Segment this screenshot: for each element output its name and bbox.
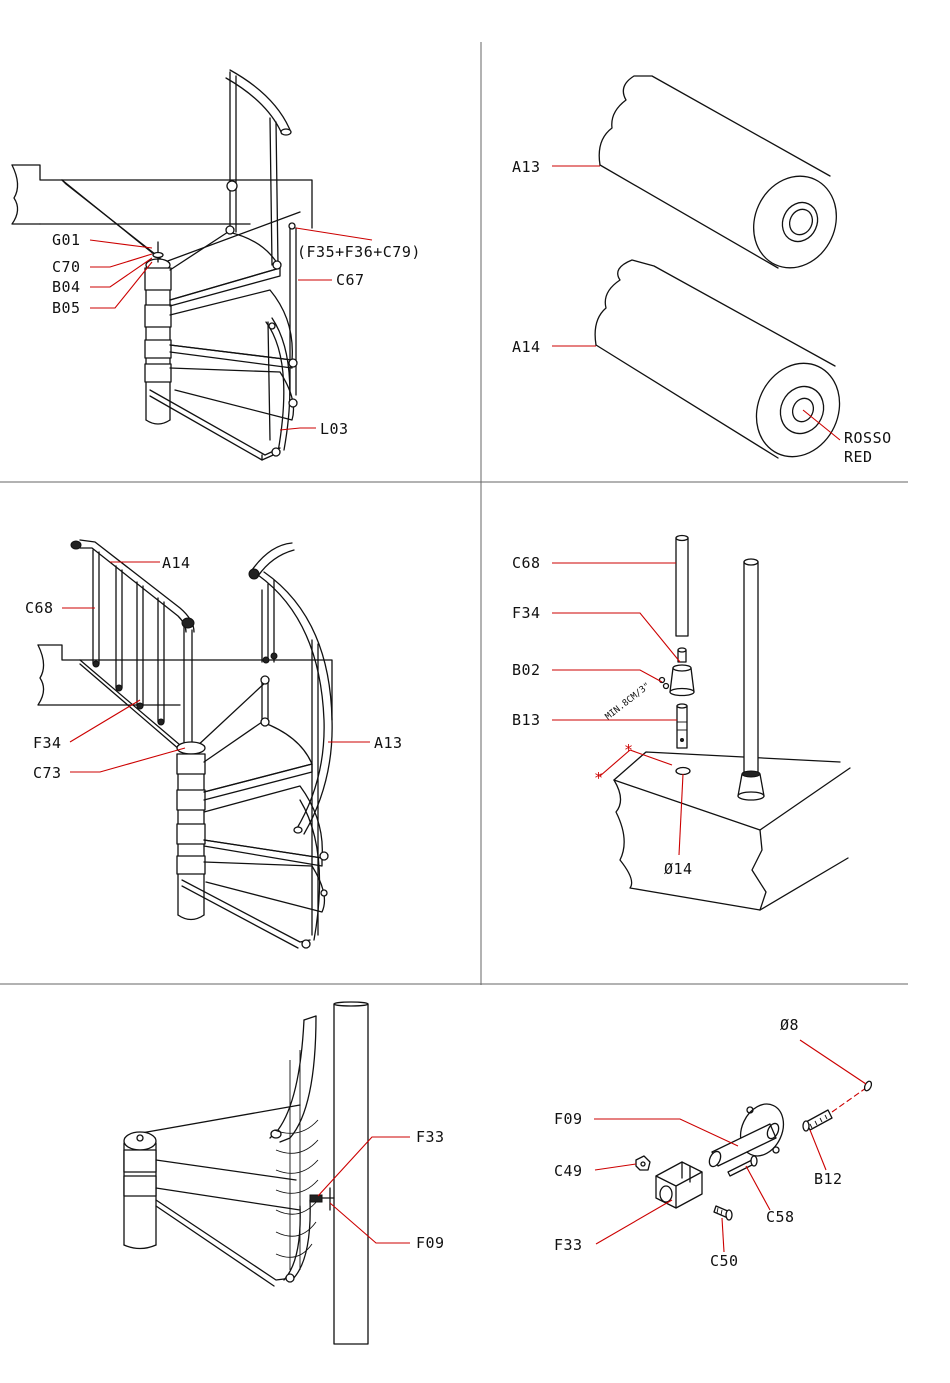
label-a13-p3: A13 [374,734,403,752]
label-f35-f36-c79: (F35+F36+C79) [297,243,421,261]
label-a14-p3: A14 [162,554,191,572]
label-hole-14: Ø14 [664,860,693,878]
label-red: RED [844,448,873,466]
panel-6-bracket-exploded: Ø8 F09 C49 B12 C58 F33 C50 [554,1016,873,1270]
label-a13: A13 [512,158,541,176]
panel-2-handrail-sections: A13 A14 ROSSO RED [512,76,892,470]
label-f33-p5: F33 [416,1128,445,1146]
label-c70: C70 [52,258,81,276]
svg-text:*: * [624,741,634,759]
label-b13: B13 [512,711,541,729]
label-l03: L03 [320,420,349,438]
label-c50: C50 [710,1252,739,1270]
label-c73: C73 [33,764,62,782]
svg-text:*: * [594,769,604,787]
panel-3-staircase-balustrade: A14 C68 F34 C73 A13 [25,540,403,948]
label-c58: C58 [766,1208,795,1226]
label-c67: C67 [336,271,365,289]
label-c68-p4: C68 [512,554,541,572]
label-g01: G01 [52,231,81,249]
panel-1-staircase-top: G01 C70 B04 B05 (F35+F36+C79) C67 L03 [12,70,421,460]
label-c68-p3: C68 [25,599,54,617]
label-f09-p5: F09 [416,1234,445,1252]
panel-dividers [0,42,908,985]
label-f33-p6: F33 [554,1236,583,1254]
label-b02: B02 [512,661,541,679]
panel-5-wall-bracket: F33 F09 [124,1002,445,1344]
label-f34-p4: F34 [512,604,541,622]
label-a14: A14 [512,338,541,356]
label-b05: B05 [52,299,81,317]
label-b04: B04 [52,278,81,296]
label-d8: Ø8 [780,1016,799,1034]
label-rosso: ROSSO [844,429,892,447]
label-f34-p3: F34 [33,734,62,752]
label-min-distance: MIN.8CM/3" [604,681,653,722]
label-c49: C49 [554,1162,583,1180]
label-f09-p6: F09 [554,1110,583,1128]
label-b12: B12 [814,1170,843,1188]
panel-4-baluster-fixing: MIN.8CM/3" * * C68 F34 B02 B13 Ø14 [512,536,850,911]
